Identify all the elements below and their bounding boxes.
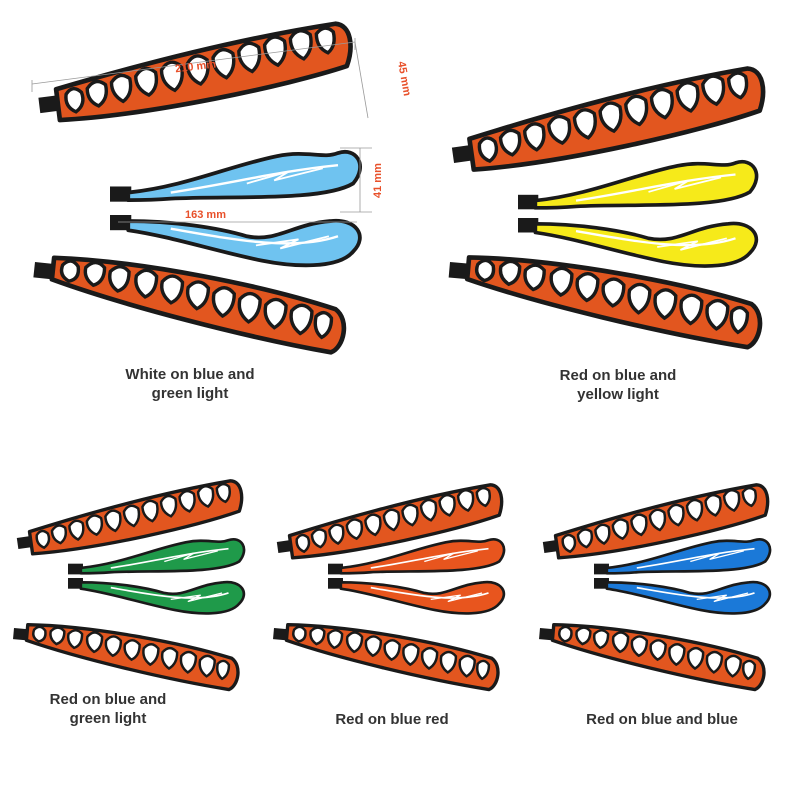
teeth-strip-top	[276, 483, 504, 560]
caption-line-1: White on blue and	[125, 366, 255, 383]
variant-red-blue-red: Red on blue red	[262, 460, 532, 760]
light-strip-lower	[518, 218, 759, 268]
teeth-strip-top	[542, 483, 770, 560]
teeth-strip-bottom	[448, 255, 763, 350]
dim-label-light-length: 163 mm	[185, 209, 226, 221]
teeth-strip-bottom	[539, 623, 766, 692]
variant-red-blue-blue: Red on blue and blue	[528, 460, 800, 760]
variant-caption: Red on blue and blue	[572, 710, 752, 729]
light-strip-lower	[68, 578, 246, 615]
variant-caption: Red on blue and green light	[18, 690, 198, 728]
light-strip-upper	[328, 537, 506, 575]
teeth-strip-bottom	[273, 623, 500, 692]
led-strip-set-1: 210 mm 45 mm 41 mm 163 mm	[31, 21, 413, 355]
light-strip-lower	[328, 578, 506, 615]
variant-red-blue-yellow: Red on blue and yellow light	[400, 0, 800, 420]
variant-red-blue-green: Red on blue and green light	[0, 460, 270, 760]
dim-line-height	[354, 41, 369, 119]
light-strip-upper	[518, 159, 759, 210]
dim-label-light-height: 41 mm	[372, 163, 384, 198]
variant-caption: Red on blue and yellow light	[528, 366, 708, 404]
caption-line-1: Red on blue and blue	[586, 711, 738, 728]
dimension-lines	[31, 38, 372, 223]
teeth-strip-top	[16, 479, 244, 556]
caption-line-1: Red on blue and	[49, 691, 167, 708]
teeth-strip-top	[451, 66, 766, 172]
light-strip-upper	[68, 537, 246, 575]
light-strip-lower	[594, 578, 772, 615]
led-strip-set-4	[273, 483, 506, 692]
led-strip-set-2	[448, 66, 766, 350]
teeth-strip-bottom	[13, 623, 240, 692]
caption-line-1: Red on blue red	[335, 711, 449, 728]
variant-white-blue-green: 210 mm 45 mm 41 mm 163 mm White on blue …	[0, 0, 413, 420]
led-strip-set-5	[539, 483, 772, 692]
light-strip-upper	[594, 537, 772, 575]
caption-line-2: green light	[151, 385, 229, 402]
light-strip-upper	[110, 149, 362, 203]
caption-line-2: green light	[69, 710, 147, 727]
dim-label-length: 210 mm	[175, 58, 217, 75]
light-strip-lower	[110, 215, 362, 268]
dim-label-height: 45 mm	[395, 60, 413, 97]
caption-line-2: yellow light	[577, 386, 659, 403]
caption-line-1: Red on blue and	[559, 367, 677, 384]
dim-line-length	[31, 41, 356, 85]
led-strip-set-3	[13, 479, 246, 692]
teeth-strip-bottom	[33, 255, 347, 355]
variant-caption: Red on blue red	[302, 710, 482, 729]
variant-caption: White on blue and green light	[100, 365, 280, 403]
